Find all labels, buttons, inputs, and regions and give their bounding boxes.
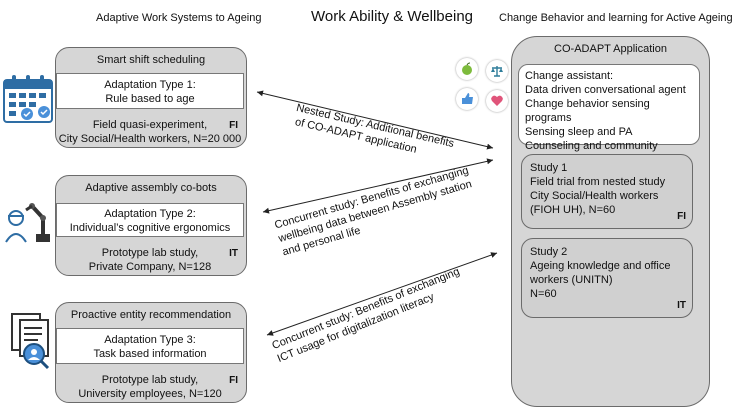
study-participants: Private Company, N=128 xyxy=(88,261,212,273)
study-line: workers (UNITN) xyxy=(530,274,613,286)
study-1-box: Study 1 Field trial from nested study Ci… xyxy=(521,154,693,229)
balance-scale-icon xyxy=(486,60,508,82)
panel-title: Smart shift scheduling xyxy=(96,54,206,66)
country-code: FI xyxy=(677,211,686,222)
apple-icon xyxy=(456,58,478,80)
assistant-item: Counseling and community xyxy=(525,140,658,152)
change-assistant-box: Change assistant: Data driven conversati… xyxy=(518,64,700,152)
study-type: Prototype lab study, xyxy=(101,374,199,386)
adaptation-box: Adaptation Type 2: Individual’s cognitiv… xyxy=(56,203,244,237)
study-heading: Study 2 xyxy=(530,246,568,258)
left-section-header: Adaptive Work Systems to Ageing xyxy=(96,12,262,24)
page-title: Work Ability & Wellbeing xyxy=(311,8,474,25)
panel-title: Proactive entity recommendation xyxy=(70,309,232,321)
panel-title: Adaptive assembly co-bots xyxy=(85,182,217,194)
country-code: FI xyxy=(229,120,238,131)
assistant-heading: Change assistant: xyxy=(525,70,614,82)
study-line: Ageing knowledge and office xyxy=(530,260,671,272)
study-line: N=60 xyxy=(530,288,557,300)
app-title: CO-ADAPT Application xyxy=(554,43,667,55)
study-line: City Social/Health workers xyxy=(530,190,659,202)
adaptation-description: Rule based to age xyxy=(105,93,195,105)
panel-proactive-entity-recommendation: Proactive entity recommendation Adaptati… xyxy=(55,302,247,403)
adaptation-box: Adaptation Type 3: Task based informatio… xyxy=(56,328,244,364)
robot-arm-worker-icon xyxy=(5,203,50,243)
document-search-icon xyxy=(11,313,50,370)
right-section-header: Change Behavior and learning for Active … xyxy=(499,12,733,24)
study-description: Prototype lab study, University employee… xyxy=(56,373,244,401)
calendar-icon xyxy=(3,75,53,123)
connector-arrows xyxy=(256,90,498,336)
concurrent-study-2-arrow xyxy=(266,252,498,336)
assistant-item: Change behavior sensing programs xyxy=(525,98,650,124)
adaptation-type: Adaptation Type 3: xyxy=(104,334,196,346)
country-code: FI xyxy=(229,375,238,386)
adaptation-box: Adaptation Type 1: Rule based to age xyxy=(56,73,244,109)
heart-icon xyxy=(486,90,508,112)
thumbs-up-icon xyxy=(456,88,478,110)
study-line: Field trial from nested study xyxy=(530,176,666,188)
study-description: Field quasi-experiment, City Social/Heal… xyxy=(56,118,244,146)
adaptation-description: Task based information xyxy=(93,348,207,360)
concurrent-study-1-arrow xyxy=(262,158,494,214)
adaptation-type: Adaptation Type 2: xyxy=(104,208,196,220)
country-code: IT xyxy=(677,300,686,311)
study-type: Prototype lab study, xyxy=(101,247,199,259)
panel-adaptive-assembly-cobots: Adaptive assembly co-bots Adaptation Typ… xyxy=(55,175,247,276)
study-participants: City Social/Health workers, N=20 000 xyxy=(58,133,242,145)
adaptation-type: Adaptation Type 1: xyxy=(104,79,196,91)
study-line: (FIOH UH), N=60 xyxy=(530,204,616,216)
co-adapt-application-panel: CO-ADAPT Application Change assistant: D… xyxy=(511,36,710,407)
assistant-item: Data driven conversational agent xyxy=(525,84,686,96)
study-type: Field quasi-experiment, xyxy=(92,119,208,131)
study-description: Prototype lab study, Private Company, N=… xyxy=(56,246,244,274)
country-code: IT xyxy=(229,248,238,259)
nested-study-arrow xyxy=(256,90,494,150)
study-heading: Study 1 xyxy=(530,162,568,174)
panel-smart-shift-scheduling: Smart shift scheduling Adaptation Type 1… xyxy=(55,47,247,148)
adaptation-description: Individual’s cognitive ergonomics xyxy=(69,222,231,234)
assistant-item: Sensing sleep and PA xyxy=(525,126,633,138)
study-participants: University employees, N=120 xyxy=(78,388,222,400)
study-2-box: Study 2 Ageing knowledge and office work… xyxy=(521,238,693,318)
